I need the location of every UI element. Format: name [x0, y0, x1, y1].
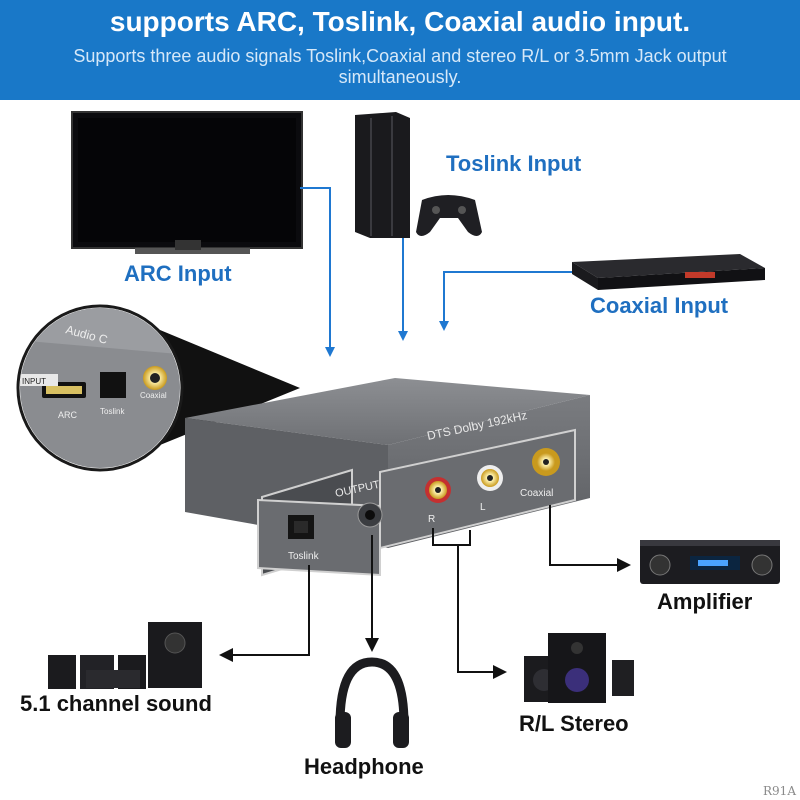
device-coaxial-label: Coaxial	[520, 488, 553, 499]
coaxial-input-arrow	[439, 271, 572, 331]
watermark: R91A	[763, 784, 796, 798]
amplifier-output-arrow	[549, 505, 631, 572]
device-toslink-label: Toslink	[288, 551, 320, 562]
toslink-input-label: Toslink Input	[446, 151, 582, 176]
device-l-label: L	[480, 502, 486, 513]
amplifier-icon	[640, 540, 780, 584]
headphone-label: Headphone	[304, 754, 424, 779]
stereo-speakers-icon	[524, 633, 634, 703]
inset-coaxial-label: Coaxial	[140, 391, 167, 400]
banner-subtitle: Supports three audio signals Toslink,Coa…	[73, 46, 727, 87]
dvd-player-icon	[572, 254, 765, 290]
arc-input-arrow	[300, 187, 335, 357]
headphone-icon	[335, 657, 409, 748]
surround-label: 5.1 channel sound	[20, 691, 212, 716]
stereo-label: R/L Stereo	[519, 711, 629, 736]
header-banner: supports ARC, Toslink, Coaxial audio inp…	[0, 0, 800, 100]
amplifier-label: Amplifier	[657, 589, 753, 614]
inset-zoom: Audio C INPUT ARC Toslink Coaxial	[16, 304, 300, 472]
stereo-output-arrow	[432, 528, 500, 672]
game-console-icon	[355, 112, 482, 238]
inset-input-label: INPUT	[22, 377, 46, 386]
arc-input-label: ARC Input	[124, 261, 232, 286]
banner-title: supports ARC, Toslink, Coaxial audio inp…	[109, 6, 691, 37]
coaxial-input-label: Coaxial Input	[590, 293, 729, 318]
tv-icon	[71, 111, 303, 254]
device-r-label: R	[428, 514, 435, 525]
surround-speakers-icon	[48, 622, 202, 689]
inset-arc-label: ARC	[58, 410, 78, 420]
converter-box: DTS Dolby 192kHz OUTPUT Toslink R L Coax…	[185, 378, 590, 577]
surround-output-arrow	[219, 565, 310, 662]
inset-toslink-label: Toslink	[100, 407, 125, 416]
